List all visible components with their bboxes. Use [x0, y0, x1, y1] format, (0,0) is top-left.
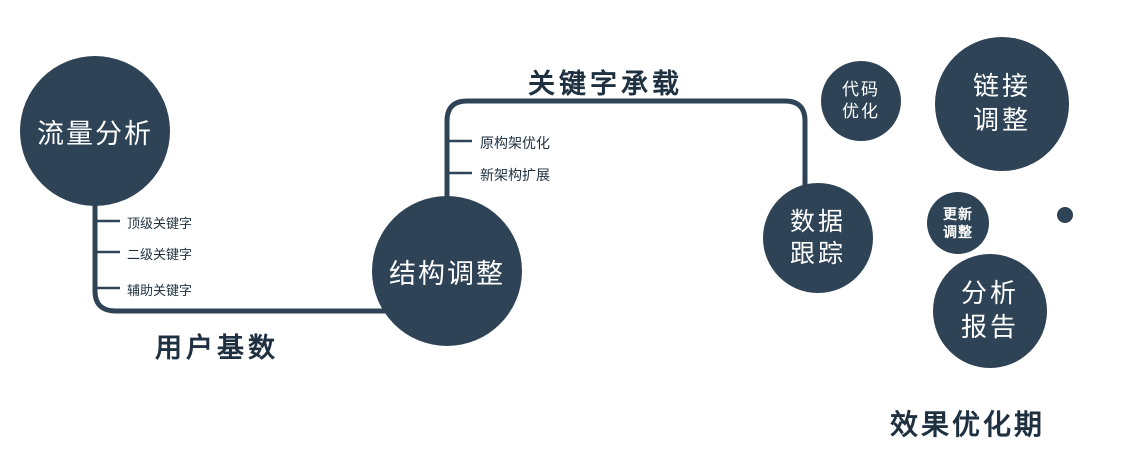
- node-data-tracking-line2: 跟踪: [789, 240, 846, 268]
- node-traffic-analysis-label: 流量分析: [37, 118, 153, 149]
- node-update-adjust-label: 更新 调整: [943, 205, 973, 241]
- left-tick-marks: [95, 219, 120, 290]
- edge-label-keyword-carry: 关键字承载: [528, 69, 683, 99]
- footer-phase-label: 效果优化期: [890, 409, 1046, 440]
- node-structure-adjust-label: 结构调整: [389, 258, 505, 289]
- node-analysis-report-label: 分析 报告: [961, 277, 1019, 345]
- node-data-tracking-label: 数据 跟踪: [790, 206, 846, 271]
- node-link-adjust-label: 链接 调整: [973, 70, 1031, 138]
- node-code-optimize-label: 代码 优化: [842, 79, 880, 123]
- node-update-adjust: 更新 调整: [927, 192, 989, 254]
- connector-top-path: [444, 98, 808, 215]
- node-structure-adjust: 结构调整: [372, 196, 522, 346]
- node-code-optimize: 代码 优化: [821, 61, 901, 141]
- node-analysis-report-line1: 分析: [960, 278, 1019, 309]
- node-traffic-analysis: 流量分析: [20, 56, 170, 206]
- node-data-tracking: 数据 跟踪: [763, 183, 873, 293]
- bullet-dot: [1057, 207, 1073, 223]
- node-link-adjust-line1: 链接: [972, 71, 1031, 102]
- tick-label-new-structure-expand: 新架构扩展: [480, 167, 550, 183]
- node-data-tracking-line1: 数据: [789, 207, 846, 236]
- node-code-optimize-line2: 优化: [842, 102, 880, 121]
- tick-label-secondary-keywords: 二级关键字: [127, 247, 193, 262]
- node-code-optimize-line1: 代码: [842, 79, 880, 99]
- node-update-adjust-line2: 调整: [943, 224, 973, 240]
- node-analysis-report-line2: 报告: [960, 312, 1019, 342]
- edge-label-user-base: 用户基数: [155, 333, 279, 363]
- node-analysis-report: 分析 报告: [933, 254, 1047, 368]
- tick-label-auxiliary-keywords: 辅助关键字: [127, 283, 193, 298]
- node-link-adjust: 链接 调整: [935, 37, 1069, 171]
- tick-label-original-structure-optimize: 原构架优化: [480, 135, 550, 151]
- tick-label-top-keywords: 顶级关键字: [127, 216, 193, 231]
- node-update-adjust-line1: 更新: [943, 205, 973, 222]
- node-link-adjust-line2: 调整: [972, 105, 1031, 135]
- connector-left-path: [92, 185, 420, 314]
- middle-tick-marks: [447, 139, 472, 175]
